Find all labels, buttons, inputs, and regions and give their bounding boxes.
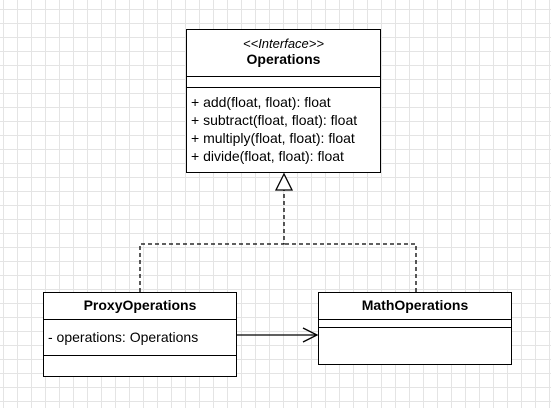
field-operations: - operations: Operations [48,329,199,345]
fields-compartment [319,320,511,328]
realization-line-math[interactable] [284,243,417,292]
method-add: + add(float, float): float [191,94,331,110]
class-header: <<Interface>> Operations [187,30,380,77]
association-arrowhead-icon [302,327,319,343]
method-divide: + divide(float, float): float [191,148,344,164]
method-multiply: + multiply(float, float): float [191,130,355,146]
method-subtract: + subtract(float, float): float [191,112,358,128]
fields-compartment [187,77,380,88]
methods-compartment: + add(float, float): float + subtract(fl… [187,88,380,165]
class-header: ProxyOperations [44,293,236,320]
class-header: MathOperations [319,293,511,320]
operations-interface-box[interactable]: <<Interface>> Operations + add(float, fl… [186,29,381,173]
fields-compartment: - operations: Operations [44,320,236,356]
realization-line-proxy[interactable] [139,190,285,292]
class-name: Operations [246,51,321,67]
proxy-operations-class-box[interactable]: ProxyOperations - operations: Operations [43,292,237,377]
class-name: ProxyOperations [83,297,197,313]
realization-arrowhead-icon [274,172,294,191]
interface-stereotype: <<Interface>> [243,36,324,51]
math-operations-class-box[interactable]: MathOperations [318,292,512,365]
class-name: MathOperations [361,297,469,313]
